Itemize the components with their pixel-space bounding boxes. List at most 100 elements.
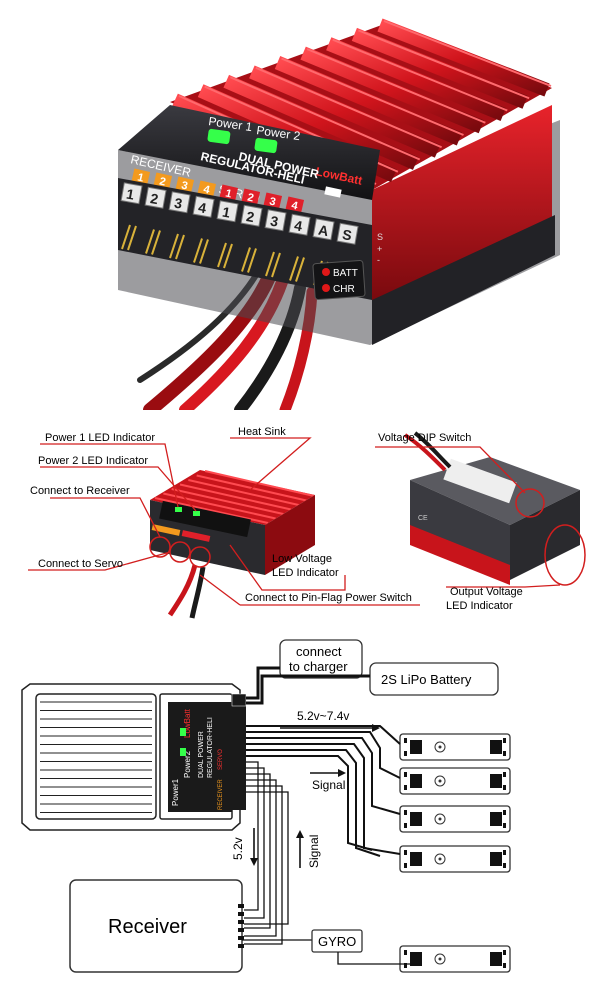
svg-text:2: 2 bbox=[245, 208, 256, 225]
top-panel bbox=[118, 105, 380, 200]
callout-lines bbox=[28, 437, 561, 606]
diagram-lowbatt-label: LowBatt bbox=[183, 708, 192, 738]
top-number-square: 2 bbox=[153, 172, 173, 190]
diagram-power1-label: Power1 bbox=[171, 778, 180, 806]
diagram-power2-label: Power2 bbox=[183, 750, 192, 778]
front-number-label: 4 bbox=[192, 195, 215, 218]
signal-arrowhead-right bbox=[338, 769, 346, 777]
signal-arrowhead-up bbox=[296, 830, 304, 838]
charger-text-2: to charger bbox=[289, 659, 348, 674]
chr-led bbox=[322, 284, 330, 292]
servo bbox=[399, 845, 511, 873]
product-photo: Power 1 Power 2 LowBatt DUAL POWER REGUL… bbox=[118, 18, 560, 410]
output-connector-block bbox=[232, 704, 246, 810]
front-number-label: 3 bbox=[168, 191, 191, 214]
regulator-label-panel bbox=[168, 702, 232, 812]
power1-label: Power 1 bbox=[208, 114, 254, 134]
diagram-brand1-label: DUAL POWER bbox=[198, 731, 205, 778]
callout-low-voltage-2: LED Indicator bbox=[272, 567, 339, 579]
signal-label-right: Signal bbox=[312, 778, 345, 792]
svg-text:S: S bbox=[341, 226, 353, 243]
svg-text:CE: CE bbox=[418, 515, 428, 522]
svg-text:1: 1 bbox=[136, 172, 145, 185]
power1-led bbox=[207, 128, 231, 145]
callout-voltage-dip: Voltage DIP Switch bbox=[378, 432, 471, 444]
servo-group bbox=[399, 733, 511, 973]
servo-wires bbox=[246, 725, 401, 857]
diagram-servo-label: SERVO bbox=[218, 749, 224, 770]
receiver-text: Receiver bbox=[108, 916, 187, 938]
heat-sink-side bbox=[372, 105, 552, 320]
front-number-label: 2 bbox=[240, 204, 263, 227]
front-number-label: 1 bbox=[120, 182, 143, 205]
heat-sink-top bbox=[170, 22, 552, 190]
front-number-label: 4 bbox=[288, 213, 311, 236]
top-number-square: 4 bbox=[285, 196, 305, 214]
svg-text:2: 2 bbox=[246, 192, 255, 205]
svg-text:2: 2 bbox=[149, 190, 160, 207]
top-number-square: 4 bbox=[197, 180, 217, 198]
voltage-arrowhead bbox=[372, 724, 380, 732]
front-number-label: S bbox=[336, 222, 359, 245]
top-number-square: 2 bbox=[241, 188, 261, 206]
svg-text:4: 4 bbox=[293, 217, 304, 234]
case-base bbox=[372, 215, 555, 345]
front-number-label: 1 bbox=[216, 200, 239, 223]
side-minus-label: - bbox=[377, 255, 380, 265]
svg-text:4: 4 bbox=[202, 184, 212, 197]
svg-text:2: 2 bbox=[158, 176, 167, 189]
charger-text-1: connect bbox=[296, 644, 342, 659]
chr-label: CHR bbox=[333, 284, 355, 295]
svg-text:3: 3 bbox=[173, 195, 184, 212]
servo bbox=[399, 945, 511, 973]
charger-battery-wires bbox=[246, 666, 370, 705]
front-number-label: 3 bbox=[264, 209, 287, 232]
svg-text:4: 4 bbox=[290, 200, 300, 213]
power2-led bbox=[254, 137, 278, 154]
batt-label: BATT bbox=[333, 268, 358, 279]
diagram-power2-led bbox=[180, 728, 186, 736]
v52-label: 5.2v bbox=[231, 837, 245, 860]
callout-power2-led: Power 2 LED Indicator bbox=[38, 455, 148, 467]
wiring-diagram: Power1 Power2 LowBatt DUAL POWER REGULAT… bbox=[21, 639, 511, 973]
servo bbox=[399, 767, 511, 795]
svg-text:A: A bbox=[317, 222, 330, 240]
svg-text:3: 3 bbox=[269, 213, 280, 230]
receiver-ports bbox=[238, 904, 244, 948]
top-number-square: 3 bbox=[263, 192, 283, 210]
callout-power1-led: Power 1 LED Indicator bbox=[45, 432, 155, 444]
callout-heat-sink: Heat Sink bbox=[238, 426, 286, 438]
callout-figure: CE Power 1 LED Indicator Power 2 LED Ind… bbox=[28, 426, 586, 619]
front-number-label: 2 bbox=[144, 186, 167, 209]
front-number-label: A bbox=[312, 218, 335, 241]
top-number-square: 3 bbox=[175, 176, 195, 194]
callout-pin-flag: Connect to Pin-Flag Power Switch bbox=[245, 592, 412, 604]
receiver-wires bbox=[244, 761, 289, 945]
diagram-power1-led bbox=[180, 748, 186, 756]
charger-box bbox=[279, 639, 363, 679]
diagram-brand2-label: REGULATOR-HELI bbox=[207, 717, 214, 778]
heat-sink-lines bbox=[40, 701, 152, 813]
svg-text:3: 3 bbox=[180, 180, 189, 193]
battery-text: 2S LiPo Battery bbox=[381, 672, 472, 687]
svg-text:3: 3 bbox=[268, 196, 277, 209]
callout-low-voltage-1: Low Voltage bbox=[272, 553, 332, 565]
gyro-text: GYRO bbox=[318, 934, 356, 949]
lowbatt-led bbox=[324, 186, 342, 198]
side-s-label: S bbox=[377, 232, 383, 242]
gyro-servo-wire bbox=[337, 952, 420, 965]
voltage-range-label: 5.2v~7.4v bbox=[297, 709, 349, 723]
receiver-box bbox=[69, 879, 243, 973]
small-device-left bbox=[149, 470, 315, 619]
batt-led bbox=[322, 268, 330, 276]
svg-text:4: 4 bbox=[197, 199, 208, 216]
svg-text:1: 1 bbox=[221, 204, 232, 221]
svg-text:1: 1 bbox=[224, 188, 233, 201]
svg-text:1: 1 bbox=[125, 186, 136, 203]
device-right-underside: CE bbox=[403, 431, 586, 586]
batt-connector bbox=[231, 693, 247, 707]
signal-label-up: Signal bbox=[307, 835, 321, 868]
callout-output-voltage-1: Output Voltage bbox=[450, 586, 523, 598]
